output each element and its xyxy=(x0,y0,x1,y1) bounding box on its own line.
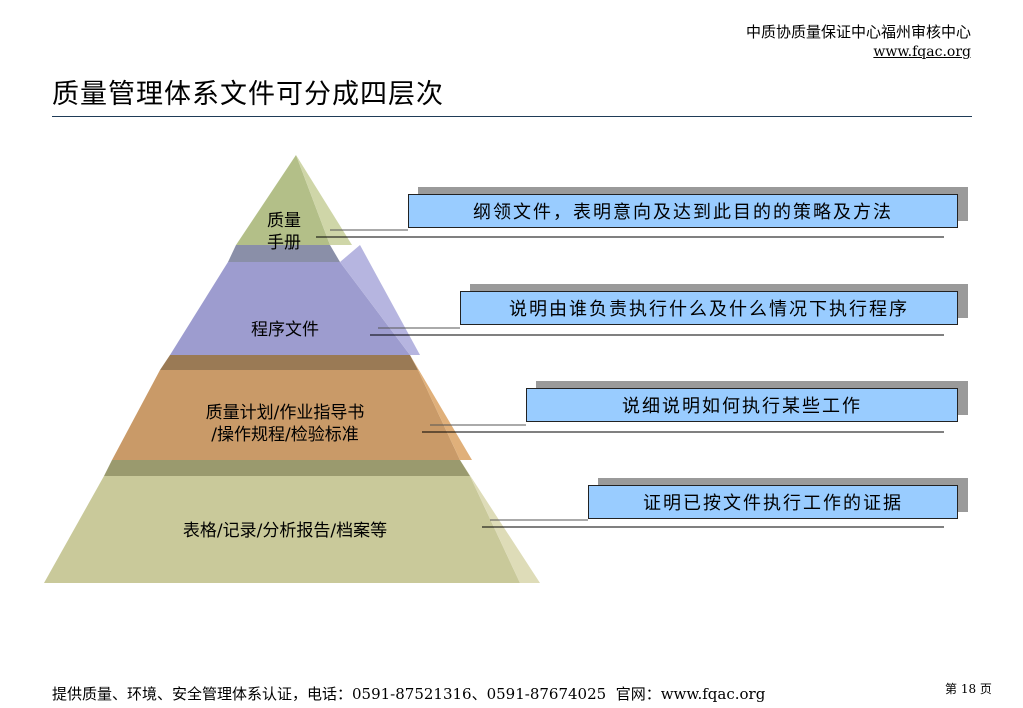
page-number: 第 18 页 xyxy=(945,682,992,696)
pyramid-level-1-side xyxy=(296,155,352,245)
organization-name: 中质协质量保证中心福州审核中心 xyxy=(745,23,971,41)
pyramid-level-3-top xyxy=(104,460,470,476)
description-box-level-2: 说明由谁负责执行什么及什么情况下执行程序 xyxy=(460,291,958,325)
pyramid-level-4-label: 表格/记录/分析报告/档案等 xyxy=(130,520,440,542)
slide-title: 质量管理体系文件可分成四层次 xyxy=(52,79,444,110)
pyramid-level-3-side xyxy=(410,355,472,460)
footer-contact: 提供质量、环境、安全管理体系认证，电话：0591-87521316、0591-8… xyxy=(52,685,766,703)
pyramid-level-1-top xyxy=(228,245,340,262)
description-box-level-1: 纲领文件，表明意向及达到此目的的策略及方法 xyxy=(408,194,958,228)
pyramid-level-2-top xyxy=(160,355,418,370)
description-box-level-4: 证明已按文件执行工作的证据 xyxy=(588,485,958,519)
pyramid-level-1-front xyxy=(236,155,330,245)
pyramid-level-4-side xyxy=(460,460,540,583)
pyramid-level-2-label: 程序文件 xyxy=(225,319,345,341)
pyramid-level-3-label: 质量计划/作业指导书 /操作规程/检验标准 xyxy=(170,402,400,446)
pyramid-level-2-front xyxy=(170,262,410,355)
level-2-label-line1: 程序文件 xyxy=(251,320,319,340)
level-1-label-line2: 手册 xyxy=(267,233,301,253)
level-3-label-line1: 质量计划/作业指导书 xyxy=(205,403,365,423)
organization-info: 中质协质量保证中心福州审核中心 www.fqac.org xyxy=(746,22,971,62)
pyramid-level-1-label: 质量 手册 xyxy=(252,210,316,254)
title-divider xyxy=(52,116,972,117)
pyramid-level-3-front xyxy=(112,370,460,460)
level-1-label-line1: 质量 xyxy=(267,211,301,231)
level-3-label-line2: /操作规程/检验标准 xyxy=(211,425,359,445)
description-box-level-3: 说细说明如何执行某些工作 xyxy=(526,388,958,422)
level-4-label-line1: 表格/记录/分析报告/档案等 xyxy=(182,521,388,541)
organization-url[interactable]: www.fqac.org xyxy=(873,44,971,60)
pyramid-level-4-front xyxy=(44,476,520,583)
